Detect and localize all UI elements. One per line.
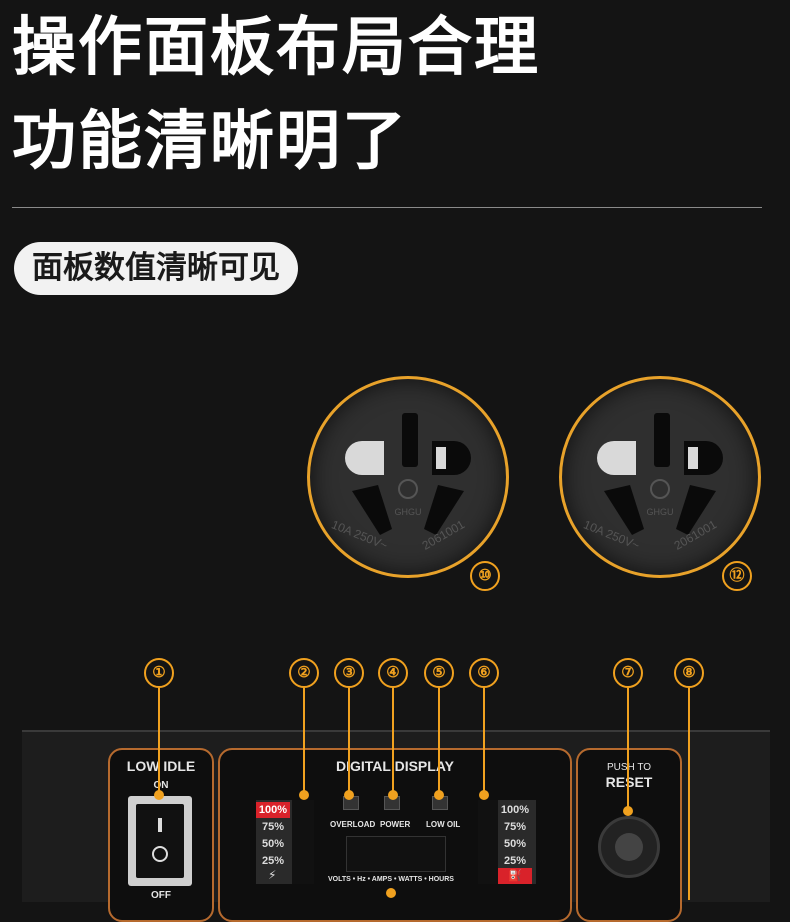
leader-7 [627,688,629,808]
callout-8: ⑧ [674,658,704,688]
low-oil-label: LOW OIL [426,820,461,829]
lcd-units-label: VOLTS • Hz • AMPS • WATTS • HOURS [328,876,454,883]
rocker-switch-body [136,804,184,878]
fuel-meter-75: 75% [503,821,527,833]
subtitle-pill: 面板数值清晰可见 [14,242,298,295]
leader-dot-2 [299,790,309,800]
callout-1: ① [144,658,174,688]
callout-5: ⑤ [424,658,454,688]
fuel-meter-bar [478,800,498,884]
leader-1 [158,688,160,793]
reset-frame: PUSH TO RESET [576,748,682,922]
digital-display-title: DIGITAL DISPLAY [336,758,454,774]
callout-12: ⑫ [722,561,752,591]
outlet-face-icon: GHGU [345,413,471,535]
headline-line-2: 功能清晰明了 [12,105,408,179]
fuel-meter: 100% 75% 50% 25% ⛽ [478,800,536,884]
power-label: POWER [380,820,411,829]
callout-6: ⑥ [469,658,499,688]
leader-5 [438,688,440,793]
callout-2: ② [289,658,319,688]
svg-text:GHGU: GHGU [395,507,422,517]
low-idle-title: LOW IDLE [126,758,196,774]
power-meter: 100% 75% 50% 25% ⚡ [256,800,314,884]
power-meter-25: 25% [261,855,285,867]
fuel-meter-25: 25% [503,855,527,867]
switch-on-symbol-icon [158,818,162,832]
mode-button[interactable] [386,888,396,898]
leader-3 [348,688,350,793]
leader-dot-6 [479,790,489,800]
leader-dot-4 [388,790,398,800]
callout-10: ⑩ [470,561,500,591]
outlet-face-icon: GHGU [597,413,723,535]
power-meter-bar [292,800,314,884]
power-meter-50: 50% [261,838,285,850]
headline-line-1: 操作面板布局合理 [12,11,540,85]
leader-dot-1 [154,790,164,800]
divider [12,207,762,208]
fuel-meter-100: 100% [500,804,530,816]
power-meter-75: 75% [261,821,285,833]
callout-7: ⑦ [613,658,643,688]
reset-button-cap [615,833,643,861]
svg-text:GHGU: GHGU [647,507,674,517]
reset-label-line-2: RESET [605,774,653,790]
leader-2 [303,688,305,793]
leader-dot-3 [344,790,354,800]
low-idle-switch[interactable] [128,796,192,886]
power-meter-100: 100% [256,802,290,818]
lightning-icon: ⚡ [268,868,277,882]
callout-3: ③ [334,658,364,688]
switch-off-symbol-icon [152,846,168,862]
reset-label-line-1: PUSH TO [606,762,652,773]
callout-4: ④ [378,658,408,688]
outlet-socket-2: GHGU [559,376,761,578]
fuel-meter-50: 50% [503,838,527,850]
leader-8 [688,688,690,900]
low-idle-on-label: ON [153,780,169,791]
leader-6 [483,688,485,793]
fuel-pump-icon: ⛽ [498,868,532,884]
leader-4 [392,688,394,793]
low-idle-off-label: OFF [151,890,171,901]
low-idle-frame: LOW IDLE ON OFF [108,748,214,922]
lcd-screen [346,836,446,872]
outlet-socket-1: GHGU [307,376,509,578]
overload-label: OVERLOAD [330,820,376,829]
reset-button[interactable] [598,816,660,878]
leader-dot-5 [434,790,444,800]
digital-display-frame: DIGITAL DISPLAY 100% 75% 50% 25% ⚡ OVERL… [218,748,572,922]
leader-dot-7 [623,806,633,816]
